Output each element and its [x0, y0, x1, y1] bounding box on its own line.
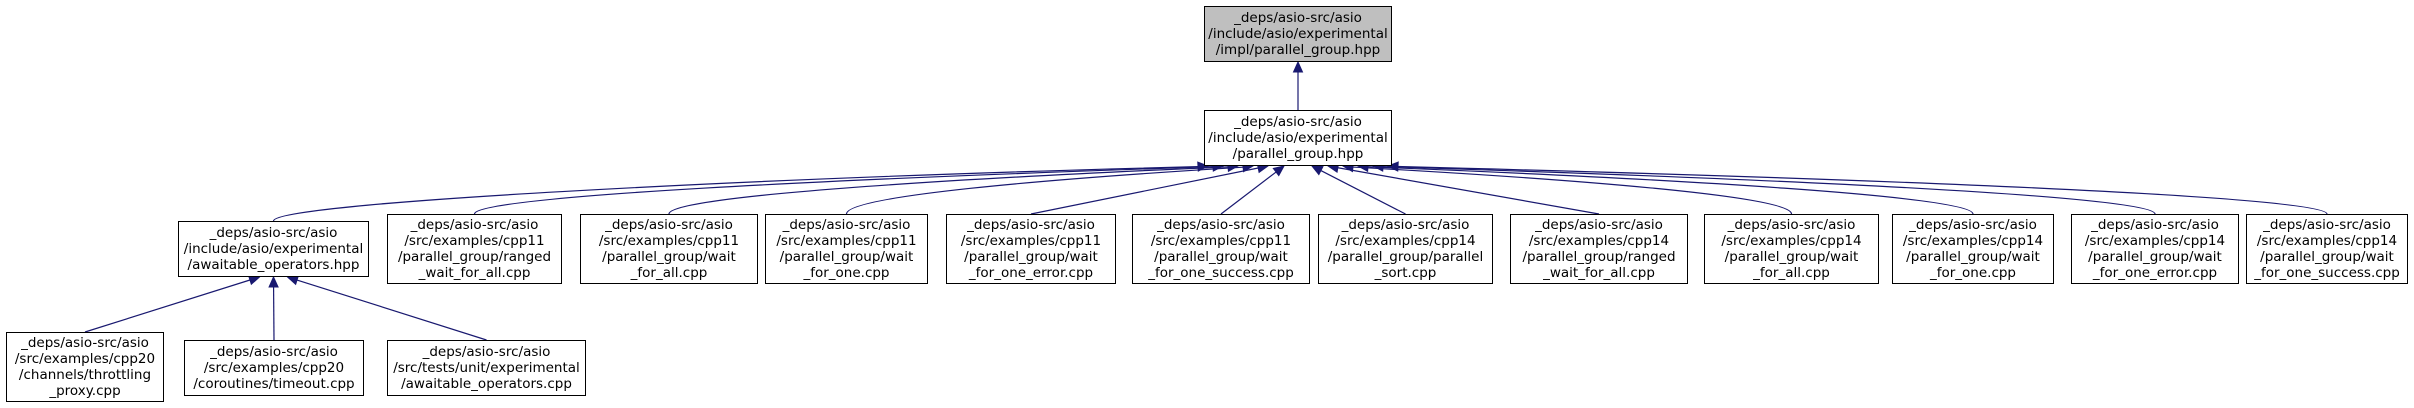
dependency-arrowhead: [1386, 161, 1399, 172]
dependency-edge: [473, 166, 1214, 215]
node-cpp20-coroutines-timeout[interactable]: _deps/asio-src/asio /src/examples/cpp20 …: [184, 340, 364, 396]
node-label: _deps/asio-src/asio /src/examples/cpp11 …: [960, 217, 1102, 281]
node-label: _deps/asio-src/asio /include/asio/experi…: [183, 225, 364, 273]
dependency-arrowhead: [1272, 165, 1285, 177]
dependency-edge: [296, 279, 487, 341]
node-impl-parallel-group-hpp: _deps/asio-src/asio /include/asio/experi…: [1204, 6, 1392, 62]
dependency-edge: [668, 166, 1229, 215]
node-label: _deps/asio-src/asio /src/examples/cpp14 …: [2084, 217, 2226, 281]
node-cpp14-wait-for-one-error[interactable]: _deps/asio-src/asio /src/examples/cpp14 …: [2071, 214, 2239, 284]
node-label: _deps/asio-src/asio /src/tests/unit/expe…: [393, 344, 580, 392]
node-cpp11-wait-for-one-success[interactable]: _deps/asio-src/asio /src/examples/cpp11 …: [1132, 214, 1310, 284]
node-label: _deps/asio-src/asio /src/examples/cpp11 …: [397, 217, 552, 281]
node-label: _deps/asio-src/asio /src/examples/cpp20 …: [193, 344, 355, 392]
node-awaitable-operators-hpp[interactable]: _deps/asio-src/asio /include/asio/experi…: [178, 221, 369, 277]
dependency-edge: [1220, 171, 1277, 215]
node-label: _deps/asio-src/asio /src/examples/cpp14 …: [2254, 217, 2400, 281]
dependency-edge: [272, 165, 1199, 222]
dependency-edge: [1320, 170, 1406, 215]
node-cpp11-wait-for-one[interactable]: _deps/asio-src/asio /src/examples/cpp11 …: [765, 214, 928, 284]
node-cpp14-parallel-sort[interactable]: _deps/asio-src/asio /src/examples/cpp14 …: [1318, 214, 1493, 284]
dependency-edge: [1337, 167, 1600, 215]
dependency-edge: [1367, 166, 1974, 215]
node-cpp11-wait-for-one-error[interactable]: _deps/asio-src/asio /src/examples/cpp11 …: [946, 214, 1116, 284]
node-label: _deps/asio-src/asio /src/examples/cpp14 …: [1721, 217, 1862, 281]
dependency-edge: [1397, 165, 2328, 215]
node-label: _deps/asio-src/asio /src/examples/cpp11 …: [1148, 217, 1294, 281]
dependency-edge: [845, 166, 1244, 215]
node-parallel-group-hpp[interactable]: _deps/asio-src/asio /include/asio/experi…: [1204, 110, 1392, 166]
node-label: _deps/asio-src/asio /src/examples/cpp11 …: [776, 217, 917, 281]
node-cpp14-wait-for-one-success[interactable]: _deps/asio-src/asio /src/examples/cpp14 …: [2246, 214, 2408, 284]
node-cpp11-ranged-wait-for-all[interactable]: _deps/asio-src/asio /src/examples/cpp11 …: [387, 214, 562, 284]
node-cpp20-throttling-proxy[interactable]: _deps/asio-src/asio /src/examples/cpp20 …: [6, 332, 164, 402]
dependency-edge: [1352, 166, 1793, 215]
node-label: _deps/asio-src/asio /include/asio/experi…: [1208, 10, 1388, 58]
node-label: _deps/asio-src/asio /include/asio/experi…: [1208, 114, 1388, 162]
dependency-arrowhead: [1292, 60, 1304, 73]
node-label: _deps/asio-src/asio /src/examples/cpp14 …: [1902, 217, 2044, 281]
node-label: _deps/asio-src/asio /src/examples/cpp20 …: [14, 335, 156, 399]
node-cpp14-ranged-wait-for-all[interactable]: _deps/asio-src/asio /src/examples/cpp14 …: [1510, 214, 1688, 284]
node-tests-awaitable-operators[interactable]: _deps/asio-src/asio /src/tests/unit/expe…: [387, 340, 586, 396]
node-label: _deps/asio-src/asio /src/examples/cpp14 …: [1522, 217, 1676, 281]
node-cpp14-wait-for-all[interactable]: _deps/asio-src/asio /src/examples/cpp14 …: [1704, 214, 1879, 284]
node-label: _deps/asio-src/asio /src/examples/cpp14 …: [1327, 217, 1484, 281]
dependency-edge: [1030, 167, 1259, 215]
node-cpp11-wait-for-all[interactable]: _deps/asio-src/asio /src/examples/cpp11 …: [580, 214, 758, 284]
dependency-arrowhead: [286, 275, 300, 286]
node-label: _deps/asio-src/asio /src/examples/cpp11 …: [598, 217, 740, 281]
dependency-edge: [84, 279, 251, 333]
dependency-edge: [1382, 166, 2156, 215]
dependency-arrowhead: [247, 275, 261, 286]
node-cpp14-wait-for-one[interactable]: _deps/asio-src/asio /src/examples/cpp14 …: [1892, 214, 2054, 284]
dependency-arrowhead: [1310, 165, 1324, 176]
dependency-arrowhead: [268, 275, 279, 288]
